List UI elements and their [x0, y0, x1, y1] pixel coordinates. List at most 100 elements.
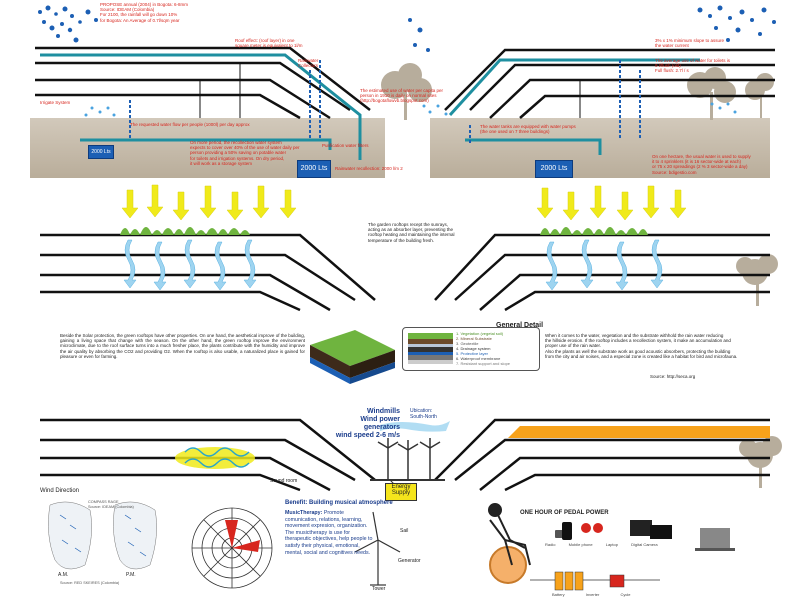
layer-4: 4. Drainage system — [456, 346, 491, 351]
text-line: (the one used on 7 three buildings) — [480, 129, 550, 135]
sprinkler-text: On one hectare, the usual water is used … — [652, 154, 782, 175]
wind-flow-icon — [380, 421, 450, 432]
device-labels: Radio Mobile phone Laptop Digital Camera — [545, 542, 745, 547]
tank-small: 2000 Lts — [88, 145, 114, 159]
tower-label: Tower — [372, 586, 386, 592]
source-text: Source: http://seca.org — [650, 374, 696, 379]
layer-legend: 1. Vegetation (vegetal soil) 2. Mineral … — [456, 331, 536, 366]
sound-room-label: Sound room — [270, 478, 298, 484]
music-therapy-title: MusicTherapy: — [285, 510, 323, 516]
chain-label: Battery — [552, 592, 565, 597]
wind-map-illustration — [48, 501, 157, 570]
toilet-use-text: The average use of water for toilets is … — [655, 58, 775, 74]
sound-room-waves — [175, 447, 255, 469]
battery-chain — [530, 571, 660, 591]
text-line: Source: bdigestio.com — [652, 169, 697, 175]
map-source: Source: RED SKEIRES (Colombia) — [60, 581, 120, 585]
text-line: it to 4 sprinklers (it is 16 sector-wide… — [652, 159, 742, 165]
generator-label: Generator — [398, 558, 421, 564]
pipe-network — [40, 53, 700, 160]
text-line: 9 l/flush (old) — [655, 63, 681, 69]
sail-label: Sail — [400, 528, 409, 534]
text-line: the hillside erosion. If the rooftop inc… — [545, 338, 731, 344]
text-line: 3% x 1% minimum slope to assure — [655, 38, 725, 43]
text-line: Rainwater — [298, 58, 319, 63]
text-line: The water tanks are equipped with water … — [480, 124, 576, 129]
sprinkler-icon — [84, 102, 737, 117]
layer-7: 7. Resistant support and slope — [456, 361, 511, 366]
text-line: proper use of the rain water. — [545, 343, 602, 349]
text-line: person in 1910 is daily on normal sites — [360, 93, 437, 99]
text-line: acting as an absorber layer, preventing … — [368, 227, 454, 233]
text-line: the water current — [655, 43, 689, 49]
green-roof-layers-illustration — [310, 330, 395, 384]
recollection-text: On more period, the recollection water s… — [190, 140, 310, 166]
text-line: for Bogota: An Average of 0.7l/sqm year — [100, 17, 180, 23]
text-line: COMPASS RAGE — [88, 500, 119, 504]
building-roof-right — [434, 233, 770, 312]
text-line: Roof effect: (roof layer) in one — [235, 38, 295, 43]
orange-floor — [508, 426, 770, 438]
layer-6: 6. Waterproof membrane — [456, 356, 501, 361]
chain-label: Cycle — [620, 592, 631, 597]
wind-rose-icon — [191, 507, 273, 589]
device-label: Digital Camera — [631, 542, 658, 547]
windmill-detail-icon — [354, 511, 401, 586]
chain-labels: Battery Inverter Cycle — [552, 592, 672, 597]
energy-supply-box: Energy Supply — [385, 483, 417, 501]
text-line: PROPOSE annual (2004) in Bogota: 6-8mm — [100, 2, 189, 7]
layer-1: 1. Vegetation (vegetal soil) — [456, 331, 504, 336]
green-roof-properties-text: Beside the Solar protection, the green r… — [60, 333, 305, 359]
section2-green-roof — [40, 184, 778, 384]
water-vegetation-text: When it comes to the water, vegetation a… — [545, 333, 785, 359]
text-line: square meter is equivalent to 1l/m — [235, 43, 303, 49]
tank-left: 2000 Lts — [297, 160, 331, 178]
wind-direction-title: Wind Direction — [40, 488, 80, 494]
text-line: Source: IDEAM (Colombia) — [88, 504, 134, 509]
rain-dots-icon — [38, 5, 776, 52]
roof-detail-section — [408, 333, 453, 364]
layer-3: 3. Geotextile — [456, 341, 479, 346]
section1-rainwater — [30, 5, 776, 178]
tree-icon — [736, 254, 778, 306]
vegetation-right — [540, 227, 648, 235]
device-icons — [555, 520, 735, 551]
text-line: Wind power generators — [360, 416, 400, 431]
wind-rose-caption: COMPASS RAGE Source: IDEAM (Colombia) — [88, 500, 134, 509]
text-line: Ubication: — [410, 408, 433, 414]
text-line: Supply — [391, 490, 411, 496]
tree-icon — [739, 436, 782, 488]
text-line: When it comes to the water, vegetation a… — [545, 333, 724, 338]
per-capita-text: The estimated use of water per capita pe… — [360, 88, 470, 104]
text-line: (http://bogotaflowvb.blogspot.com) — [360, 98, 429, 104]
pm-label: P.M. — [126, 572, 136, 578]
device-label: Mobile phone — [568, 542, 593, 547]
text-line: Energy — [391, 484, 411, 490]
text-line: For 2100, the rainfall will go down 10% — [100, 12, 178, 18]
text-line: it will work as a storage system — [190, 160, 253, 166]
text-line: Windmills — [367, 408, 400, 415]
text-line: Full flush: 2.7l / s — [655, 68, 689, 74]
slope-text: 3% x 1% minimum slope to assure the wate… — [655, 38, 775, 48]
windmill-icon — [370, 438, 445, 481]
wind-direction-arrows — [59, 514, 147, 557]
irrigation-label: Irrigate System — [40, 100, 71, 105]
text-line: The average use of water for toilets is — [655, 58, 731, 63]
chain-label: Inverter — [585, 592, 600, 597]
pedal-power-title: ONE HOUR OF PEDAL POWER — [520, 510, 609, 516]
text-line: or 75 x 20 spreadings (2 % 3 sector-wide… — [652, 164, 748, 170]
text-line: South-North — [410, 414, 437, 420]
layer-5: 5. Protective layer — [456, 351, 489, 356]
text-line: Source: IDEAM (Colombia) — [100, 7, 155, 13]
layer-2: 2. Mineral Substrate — [456, 336, 492, 341]
bicycle-icon — [488, 503, 531, 584]
recollection-amount: Rainwater recollection: 2000 l/m 2 — [335, 166, 403, 171]
am-label: A.M. — [58, 572, 69, 578]
rainfall-info: PROPOSE annual (2004) in Bogota: 6-8mm S… — [100, 2, 210, 23]
detail-title: General Detail — [496, 322, 544, 329]
text-line: person providing a 50% saving on potable… — [190, 150, 287, 156]
benefits-title: Benefit: Building musical atmosphere — [285, 500, 393, 506]
pumps-text: The water tanks are equipped with water … — [480, 124, 620, 134]
water-flow-text: The requested water flow per people (100… — [130, 122, 250, 127]
